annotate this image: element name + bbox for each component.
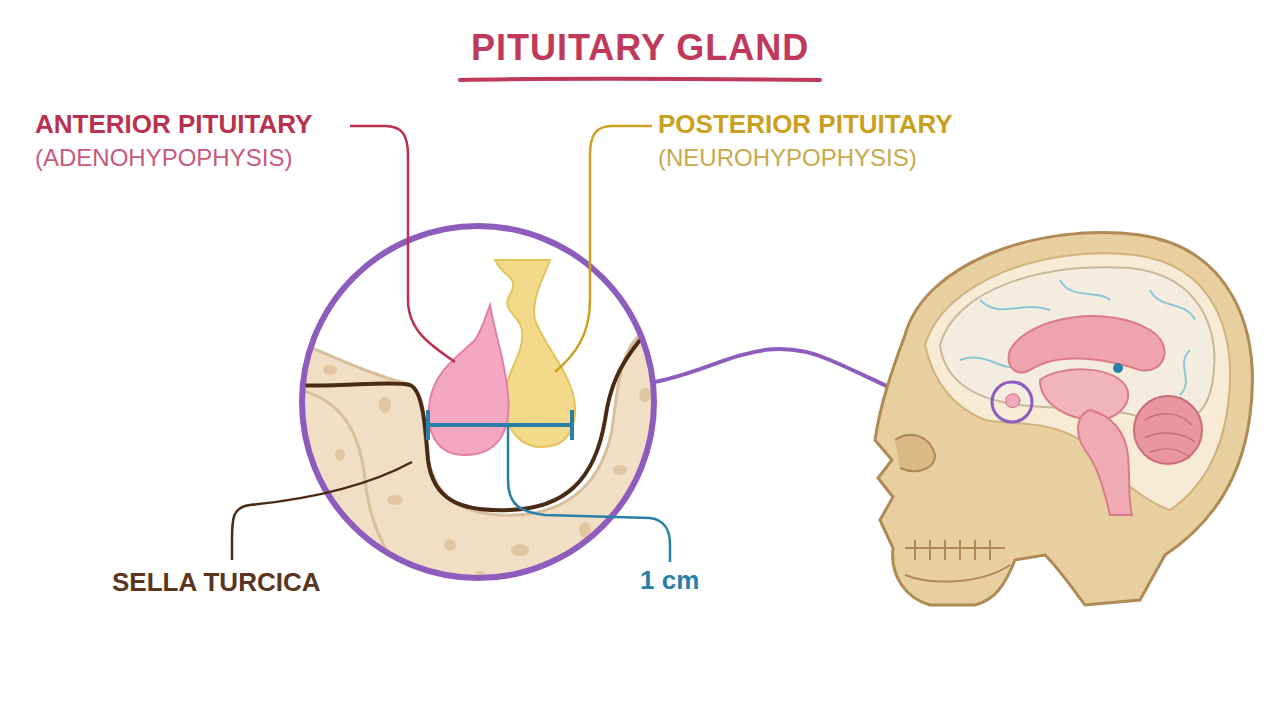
- measure-leader: [508, 425, 670, 562]
- cranial-cavity: [925, 253, 1230, 510]
- bone-spot: [613, 465, 627, 475]
- part-subname: (ADENOHYPOPHYSIS): [35, 145, 292, 171]
- measure-tick: [426, 410, 430, 440]
- part-name: POSTERIOR PITUITARY: [658, 110, 953, 139]
- bone-spot: [323, 365, 337, 375]
- bone-spot: [511, 544, 529, 556]
- anterior-leader: [350, 126, 455, 362]
- pituitary-mini: [1006, 394, 1020, 408]
- dimension-label: 1 cm: [640, 566, 699, 595]
- cerebellum: [1134, 396, 1202, 464]
- bone-spot: [387, 495, 403, 505]
- skull-illustration: [875, 233, 1252, 605]
- eye-socket: [895, 435, 935, 471]
- mandible: [905, 565, 1010, 582]
- bone-spot: [379, 397, 391, 413]
- corpus-callosum: [1009, 316, 1165, 372]
- bone-spot: [555, 570, 565, 580]
- part-name: ANTERIOR PITUITARY: [35, 110, 312, 139]
- pineal-dot: [1113, 363, 1123, 373]
- pituitary-locator: [992, 382, 1032, 422]
- title-underline: [460, 79, 820, 80]
- skull: [875, 233, 1252, 605]
- measure-bar: [428, 423, 572, 427]
- anterior-pituitary: [429, 305, 509, 455]
- teeth: [905, 540, 1005, 560]
- zoom-circle: [302, 226, 654, 578]
- bone-spot: [444, 539, 456, 551]
- bone-spot: [335, 449, 345, 461]
- posterior-leader: [555, 126, 652, 372]
- part-name: SELLA TURCICA: [112, 568, 320, 597]
- measure-tick: [570, 410, 574, 440]
- sella-leader: [232, 462, 412, 560]
- zoom-view: [280, 220, 700, 620]
- bone-spot: [639, 388, 651, 402]
- brainstem: [1078, 410, 1132, 515]
- diagram-title: PITUITARY GLAND: [471, 28, 809, 68]
- part-subname: (NEUROHYPOPHYSIS): [658, 145, 917, 171]
- cerebellum-folia: [1145, 414, 1195, 458]
